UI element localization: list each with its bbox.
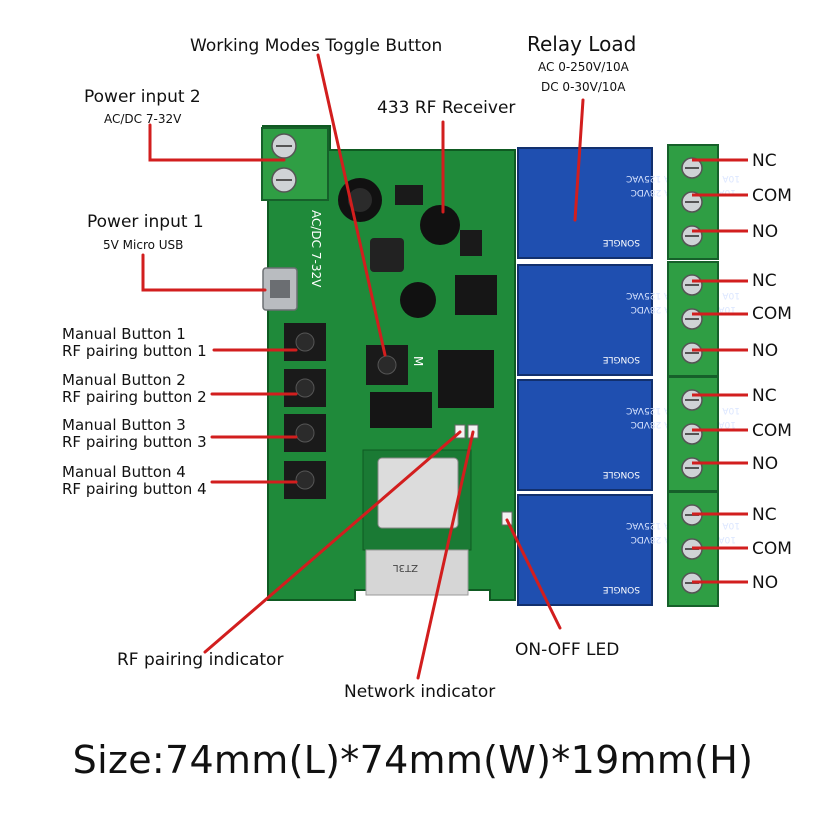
wifi-module bbox=[362, 449, 472, 596]
micro-usb-port bbox=[262, 267, 298, 311]
terminal-nc-3: NC bbox=[752, 386, 777, 406]
terminal-com-3: COM bbox=[752, 421, 792, 441]
output-terminal-blocks bbox=[667, 144, 719, 607]
label-onoff-led: ON-OFF LED bbox=[515, 640, 620, 660]
terminal-nc-4: NC bbox=[752, 505, 777, 525]
terminal-no-1: NO bbox=[752, 222, 779, 242]
manual-switches bbox=[284, 323, 326, 499]
label-rf-pairing-indicator: RF pairing indicator bbox=[117, 650, 284, 670]
label-power-input-1: Power input 1 bbox=[87, 212, 204, 232]
terminal-block-2 bbox=[667, 261, 719, 377]
size-caption: Size:74mm(L)*74mm(W)*19mm(H) bbox=[72, 738, 754, 782]
label-manual-4: Manual Button 4 bbox=[62, 463, 186, 481]
pointer-lines bbox=[141, 53, 748, 680]
label-network-indicator: Network indicator bbox=[344, 682, 496, 702]
label-relay-load: Relay Load bbox=[527, 32, 637, 56]
mode-marking-text: M bbox=[411, 356, 425, 366]
power-marking-text: AC/DC 7-32V bbox=[309, 210, 323, 288]
label-rf-pairing-1: RF pairing button 1 bbox=[62, 342, 207, 360]
mode-toggle-switch bbox=[366, 345, 408, 385]
power-terminal-block bbox=[261, 127, 329, 201]
label-working-modes: Working Modes Toggle Button bbox=[190, 36, 443, 56]
terminal-com-1: COM bbox=[752, 186, 792, 206]
label-manual-2: Manual Button 2 bbox=[62, 371, 186, 389]
label-rf-receiver: 433 RF Receiver bbox=[377, 98, 516, 118]
label-power-input-2: Power input 2 bbox=[84, 87, 201, 107]
terminal-block-1 bbox=[667, 144, 719, 260]
capacitor bbox=[338, 178, 436, 318]
terminal-no-3: NO bbox=[752, 454, 779, 474]
terminal-nc-1: NC bbox=[752, 151, 777, 171]
label-power-input-2-sub: AC/DC 7-32V bbox=[104, 112, 182, 126]
relay-brand-text: SONGLE bbox=[602, 584, 640, 594]
label-power-input-1-sub: 5V Micro USB bbox=[103, 238, 184, 252]
terminal-com-4: COM bbox=[752, 539, 792, 559]
label-rf-pairing-4: RF pairing button 4 bbox=[62, 480, 207, 498]
relay-brand-text: SONGLE bbox=[602, 469, 640, 479]
relay-brand-text: SONGLE bbox=[602, 354, 640, 364]
terminal-no-2: NO bbox=[752, 341, 779, 361]
terminal-nc-2: NC bbox=[752, 271, 777, 291]
terminal-com-2: COM bbox=[752, 304, 792, 324]
relay-brand-text: SONGLE bbox=[602, 237, 640, 247]
label-relay-ac: AC 0-250V/10A bbox=[538, 60, 629, 74]
module-marking-text: ZT3L bbox=[393, 562, 418, 573]
label-manual-1: Manual Button 1 bbox=[62, 325, 186, 343]
rf-receiver-chip bbox=[395, 185, 497, 315]
label-rf-pairing-2: RF pairing button 2 bbox=[62, 388, 207, 406]
label-rf-pairing-3: RF pairing button 3 bbox=[62, 433, 207, 451]
ic-chips bbox=[370, 350, 494, 428]
terminal-no-4: NO bbox=[752, 573, 779, 593]
label-manual-3: Manual Button 3 bbox=[62, 416, 186, 434]
label-relay-dc: DC 0-30V/10A bbox=[541, 80, 626, 94]
